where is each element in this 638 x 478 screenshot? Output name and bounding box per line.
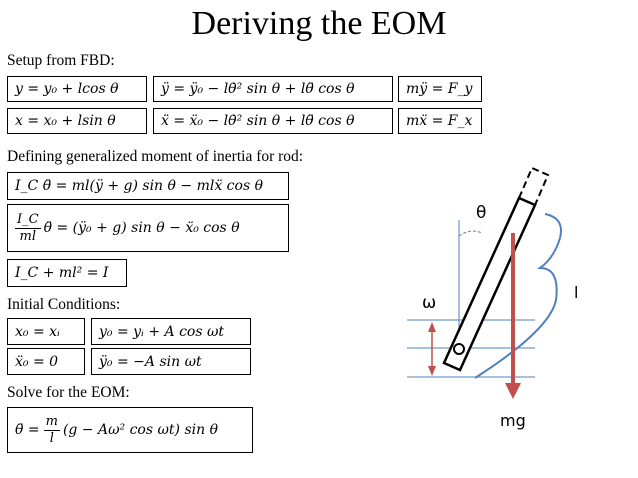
omega-arrow-head-up [428,322,436,332]
page-title: Deriving the EOM [191,5,447,42]
setup-heading: Setup from FBD: [7,52,115,69]
x0-accel-condition: ẍ₀ = 0 [7,348,85,375]
x-position-equation: x = x₀ + lsin θ [7,108,147,134]
eom-fraction-denominator: l [49,430,54,446]
inertia-sum-equation: I_C + ml² = I [7,259,127,287]
y-acceleration-text: ÿ = ÿ₀ − lθ̇² sin θ + lθ̈ cos θ [161,81,355,97]
y-position-equation: y = y₀ + lcos θ [7,76,147,102]
m-over-l-fraction: m l [43,413,60,447]
omega-label: ω [422,293,436,313]
y0-accel-condition-text: ÿ₀ = −A sin ωt [99,353,202,370]
y-position-text: y = y₀ + lcos θ [15,81,119,97]
normalized-moment-equation: I_C ml θ̈ = (ÿ₀ + g) sin θ − ẍ₀ cos θ [7,204,289,252]
y0-condition-text: y₀ = yᵢ + A cos ωt [99,323,225,340]
eom-lhs: θ̈ = [15,422,40,438]
x-force-text: mẍ = F_x [406,113,473,129]
x0-condition: x₀ = xᵢ [7,318,85,345]
x-force-equation: mẍ = F_x [398,108,482,134]
solve-heading: Solve for the EOM: [7,384,130,401]
pivot-point [453,343,465,355]
fraction-denominator: ml [19,228,37,244]
weight-arrow-head [505,383,521,399]
x-acceleration-equation: ẍ = ẍ₀ − lθ̇² sin θ + lθ̈ cos θ [153,108,393,134]
ic-over-ml-fraction: I_C ml [15,212,41,245]
eom-rhs: (g − Aω² cos ωt) sin θ [62,422,218,438]
y0-condition: y₀ = yᵢ + A cos ωt [91,318,251,345]
y-force-text: mÿ = F_y [406,81,473,97]
eom-equation: θ̈ = m l (g − Aω² cos ωt) sin θ [7,407,253,453]
x-acceleration-text: ẍ = ẍ₀ − lθ̇² sin θ + lθ̈ cos θ [161,113,355,129]
rod-extension-dashed [518,166,550,206]
inertia-heading: Defining generalized moment of inertia f… [7,148,304,165]
theta-arc [458,230,483,237]
y0-accel-condition: ÿ₀ = −A sin ωt [91,348,251,375]
fraction-numerator: I_C [15,211,41,229]
theta-label: θ [476,203,486,223]
inertia-sum-text: I_C + ml² = I [15,265,109,281]
initial-conditions-heading: Initial Conditions: [7,296,121,313]
omega-arrow-head-down [428,366,436,376]
rod-body [442,196,537,372]
y-force-equation: mÿ = F_y [398,76,482,102]
weight-label: mg [500,411,526,430]
eom-fraction-numerator: m [43,413,60,431]
length-label: l [574,283,578,302]
length-brace [474,213,562,379]
normalized-moment-text: θ̈ = (ÿ₀ + g) sin θ − ẍ₀ cos θ [43,220,240,236]
moment-equation: I_C θ̈ = ml(ÿ + g) sin θ − mlẍ cos θ [7,172,289,200]
x0-condition-text: x₀ = xᵢ [15,323,60,340]
moment-equation-text: I_C θ̈ = ml(ÿ + g) sin θ − mlẍ cos θ [15,178,264,194]
x0-accel-condition-text: ẍ₀ = 0 [15,353,59,370]
y-acceleration-equation: ÿ = ÿ₀ − lθ̇² sin θ + lθ̈ cos θ [153,76,393,102]
x-position-text: x = x₀ + lsin θ [15,113,116,129]
